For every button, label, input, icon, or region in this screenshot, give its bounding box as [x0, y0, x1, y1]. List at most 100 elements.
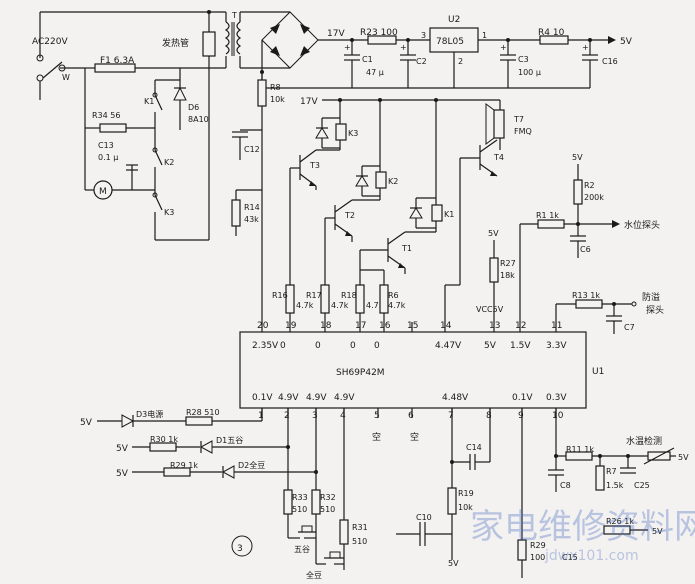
transformer-t: T — [180, 11, 290, 69]
svg-text:510: 510 — [320, 505, 335, 514]
svg-text:K3: K3 — [164, 208, 174, 217]
resistor-r8: R8 10k — [257, 72, 285, 200]
rail-17v-label: 17V — [327, 29, 345, 39]
svg-text:FMQ: FMQ — [514, 127, 532, 136]
svg-text:C1: C1 — [362, 55, 373, 64]
fuse-f1: F1 6.3A — [85, 56, 180, 73]
watermark-url: jdwx101.com — [544, 548, 639, 564]
transistor-t2: T2 — [324, 196, 381, 285]
svg-text:R17: R17 — [306, 291, 322, 300]
pin9-network: R29 100 C15 — [517, 408, 578, 578]
svg-text:R29 1k: R29 1k — [170, 461, 198, 470]
mcu-pin-number: 2 — [284, 411, 290, 421]
svg-text:C13: C13 — [98, 141, 114, 150]
bridge-rectifier — [260, 11, 345, 74]
svg-text:5V: 5V — [116, 444, 129, 454]
water-level-probe: 5V R2 200k R1 1k 水位探头 C6 — [519, 153, 660, 322]
svg-text:100: 100 — [530, 553, 545, 562]
svg-text:C2: C2 — [416, 57, 427, 66]
svg-text:K1: K1 — [444, 210, 454, 219]
mcu-pin-voltage: 0 — [374, 341, 380, 351]
svg-text:R33: R33 — [292, 493, 308, 502]
svg-text:F1 6.3A: F1 6.3A — [100, 56, 135, 66]
diode-d6: D6 8A10 — [173, 80, 209, 130]
heater: 发热管 — [162, 10, 216, 240]
svg-text:200k: 200k — [584, 193, 604, 202]
svg-text:T1: T1 — [401, 244, 412, 253]
mcu-pin-voltage: 3.3V — [546, 341, 567, 351]
mcu-pin-voltage: 0 — [280, 341, 286, 351]
svg-text:R1 1k: R1 1k — [536, 211, 559, 220]
mcu-pin-number: 8 — [486, 411, 492, 421]
mcu-pin-number: 15 — [407, 321, 418, 331]
svg-text:R4 10: R4 10 — [538, 28, 565, 38]
svg-text:C6: C6 — [580, 245, 591, 254]
svg-text:4.7k: 4.7k — [331, 301, 349, 310]
figure-number: 3 — [231, 535, 253, 557]
mcu-u1: SH69P42M U1 — [239, 331, 604, 409]
mcu-pin-number: 7 — [448, 411, 454, 421]
mcu-pin-number: 19 — [285, 321, 297, 331]
svg-text:4.7k: 4.7k — [296, 301, 314, 310]
mcu-pin-number: 17 — [355, 321, 366, 331]
svg-text:10k: 10k — [270, 95, 285, 104]
svg-text:R26 1k: R26 1k — [606, 517, 634, 526]
r27-pullup: 5V R27 18k VCC5V — [476, 229, 516, 322]
mcu-pin-voltage: 0 — [350, 341, 356, 351]
svg-text:R6: R6 — [388, 291, 399, 300]
mcu-pin-voltage: 4.9V — [306, 393, 327, 403]
mcu-pin-number: 9 — [518, 411, 524, 421]
buzzer-fmq: T7 FMQ — [485, 100, 532, 150]
svg-text:10k: 10k — [458, 503, 473, 512]
mcu-pin-number: 18 — [320, 321, 332, 331]
svg-text:T2: T2 — [344, 211, 355, 220]
snubber-r34-c13: R34 56 C13 0.1 μ — [84, 68, 155, 178]
svg-text:+: + — [582, 43, 589, 52]
svg-text:R32: R32 — [320, 493, 336, 502]
svg-text:1: 1 — [482, 31, 487, 40]
svg-text:C25: C25 — [634, 481, 650, 490]
regulator-u2: U2 78L05 3 1 2 — [421, 15, 540, 88]
svg-text:全豆: 全豆 — [306, 570, 322, 580]
mcu-pin-voltage: 2.35V — [252, 341, 279, 351]
svg-text:C7: C7 — [624, 323, 635, 332]
capacitor-c16: + C16 — [582, 40, 618, 88]
svg-text:C3: C3 — [518, 55, 529, 64]
capacitor-c3: + C3 100 μ — [500, 40, 541, 88]
svg-text:5V: 5V — [620, 37, 633, 47]
svg-text:5V: 5V — [80, 418, 93, 428]
nc-label-6: 空 — [410, 431, 419, 443]
pin7-network: C14 R19 10k 5V C10 — [396, 408, 491, 568]
mcu-pin-number: 20 — [257, 321, 269, 331]
mcu-pin-voltage: 0.3V — [546, 393, 567, 403]
mcu-pin-number: 16 — [379, 321, 391, 331]
capacitor-c2: + C2 — [400, 40, 427, 88]
mcu-pin-voltage: 4.9V — [278, 393, 299, 403]
led-d1-grain: 5V R30 1k D1五谷 — [116, 408, 290, 490]
svg-text:VCC5V: VCC5V — [476, 305, 504, 314]
svg-text:R11 1k: R11 1k — [566, 445, 594, 454]
svg-text:R14: R14 — [244, 203, 260, 212]
capacitor-c1: + C1 47 μ — [344, 40, 384, 88]
svg-text:防溢: 防溢 — [642, 291, 660, 303]
svg-text:R31: R31 — [352, 523, 368, 532]
mcu-pin-number: 5 — [374, 411, 380, 421]
relay-k1-coil: K1 — [409, 100, 454, 229]
svg-text:5V: 5V — [652, 527, 663, 536]
top-rail: R23 100 — [345, 28, 430, 45]
key-soybean-button[interactable]: 全豆 — [306, 538, 344, 580]
svg-text:R16: R16 — [272, 291, 288, 300]
mcu-pin-voltage: 0.1V — [252, 393, 273, 403]
svg-text:发热管: 发热管 — [162, 37, 189, 49]
overflow-probe: R13 1k 防溢 探头 C7 — [555, 291, 664, 334]
key-grain-button[interactable]: 五谷 — [288, 525, 316, 554]
mcu-pin-voltage: 4.47V — [435, 341, 462, 351]
svg-text:T4: T4 — [493, 153, 504, 162]
svg-text:100 μ: 100 μ — [518, 68, 541, 77]
mcu-pin-voltage: 5V — [484, 341, 497, 351]
mains-label: AC220V — [32, 37, 68, 47]
svg-text:T7: T7 — [513, 115, 524, 124]
svg-text:18k: 18k — [500, 271, 515, 280]
